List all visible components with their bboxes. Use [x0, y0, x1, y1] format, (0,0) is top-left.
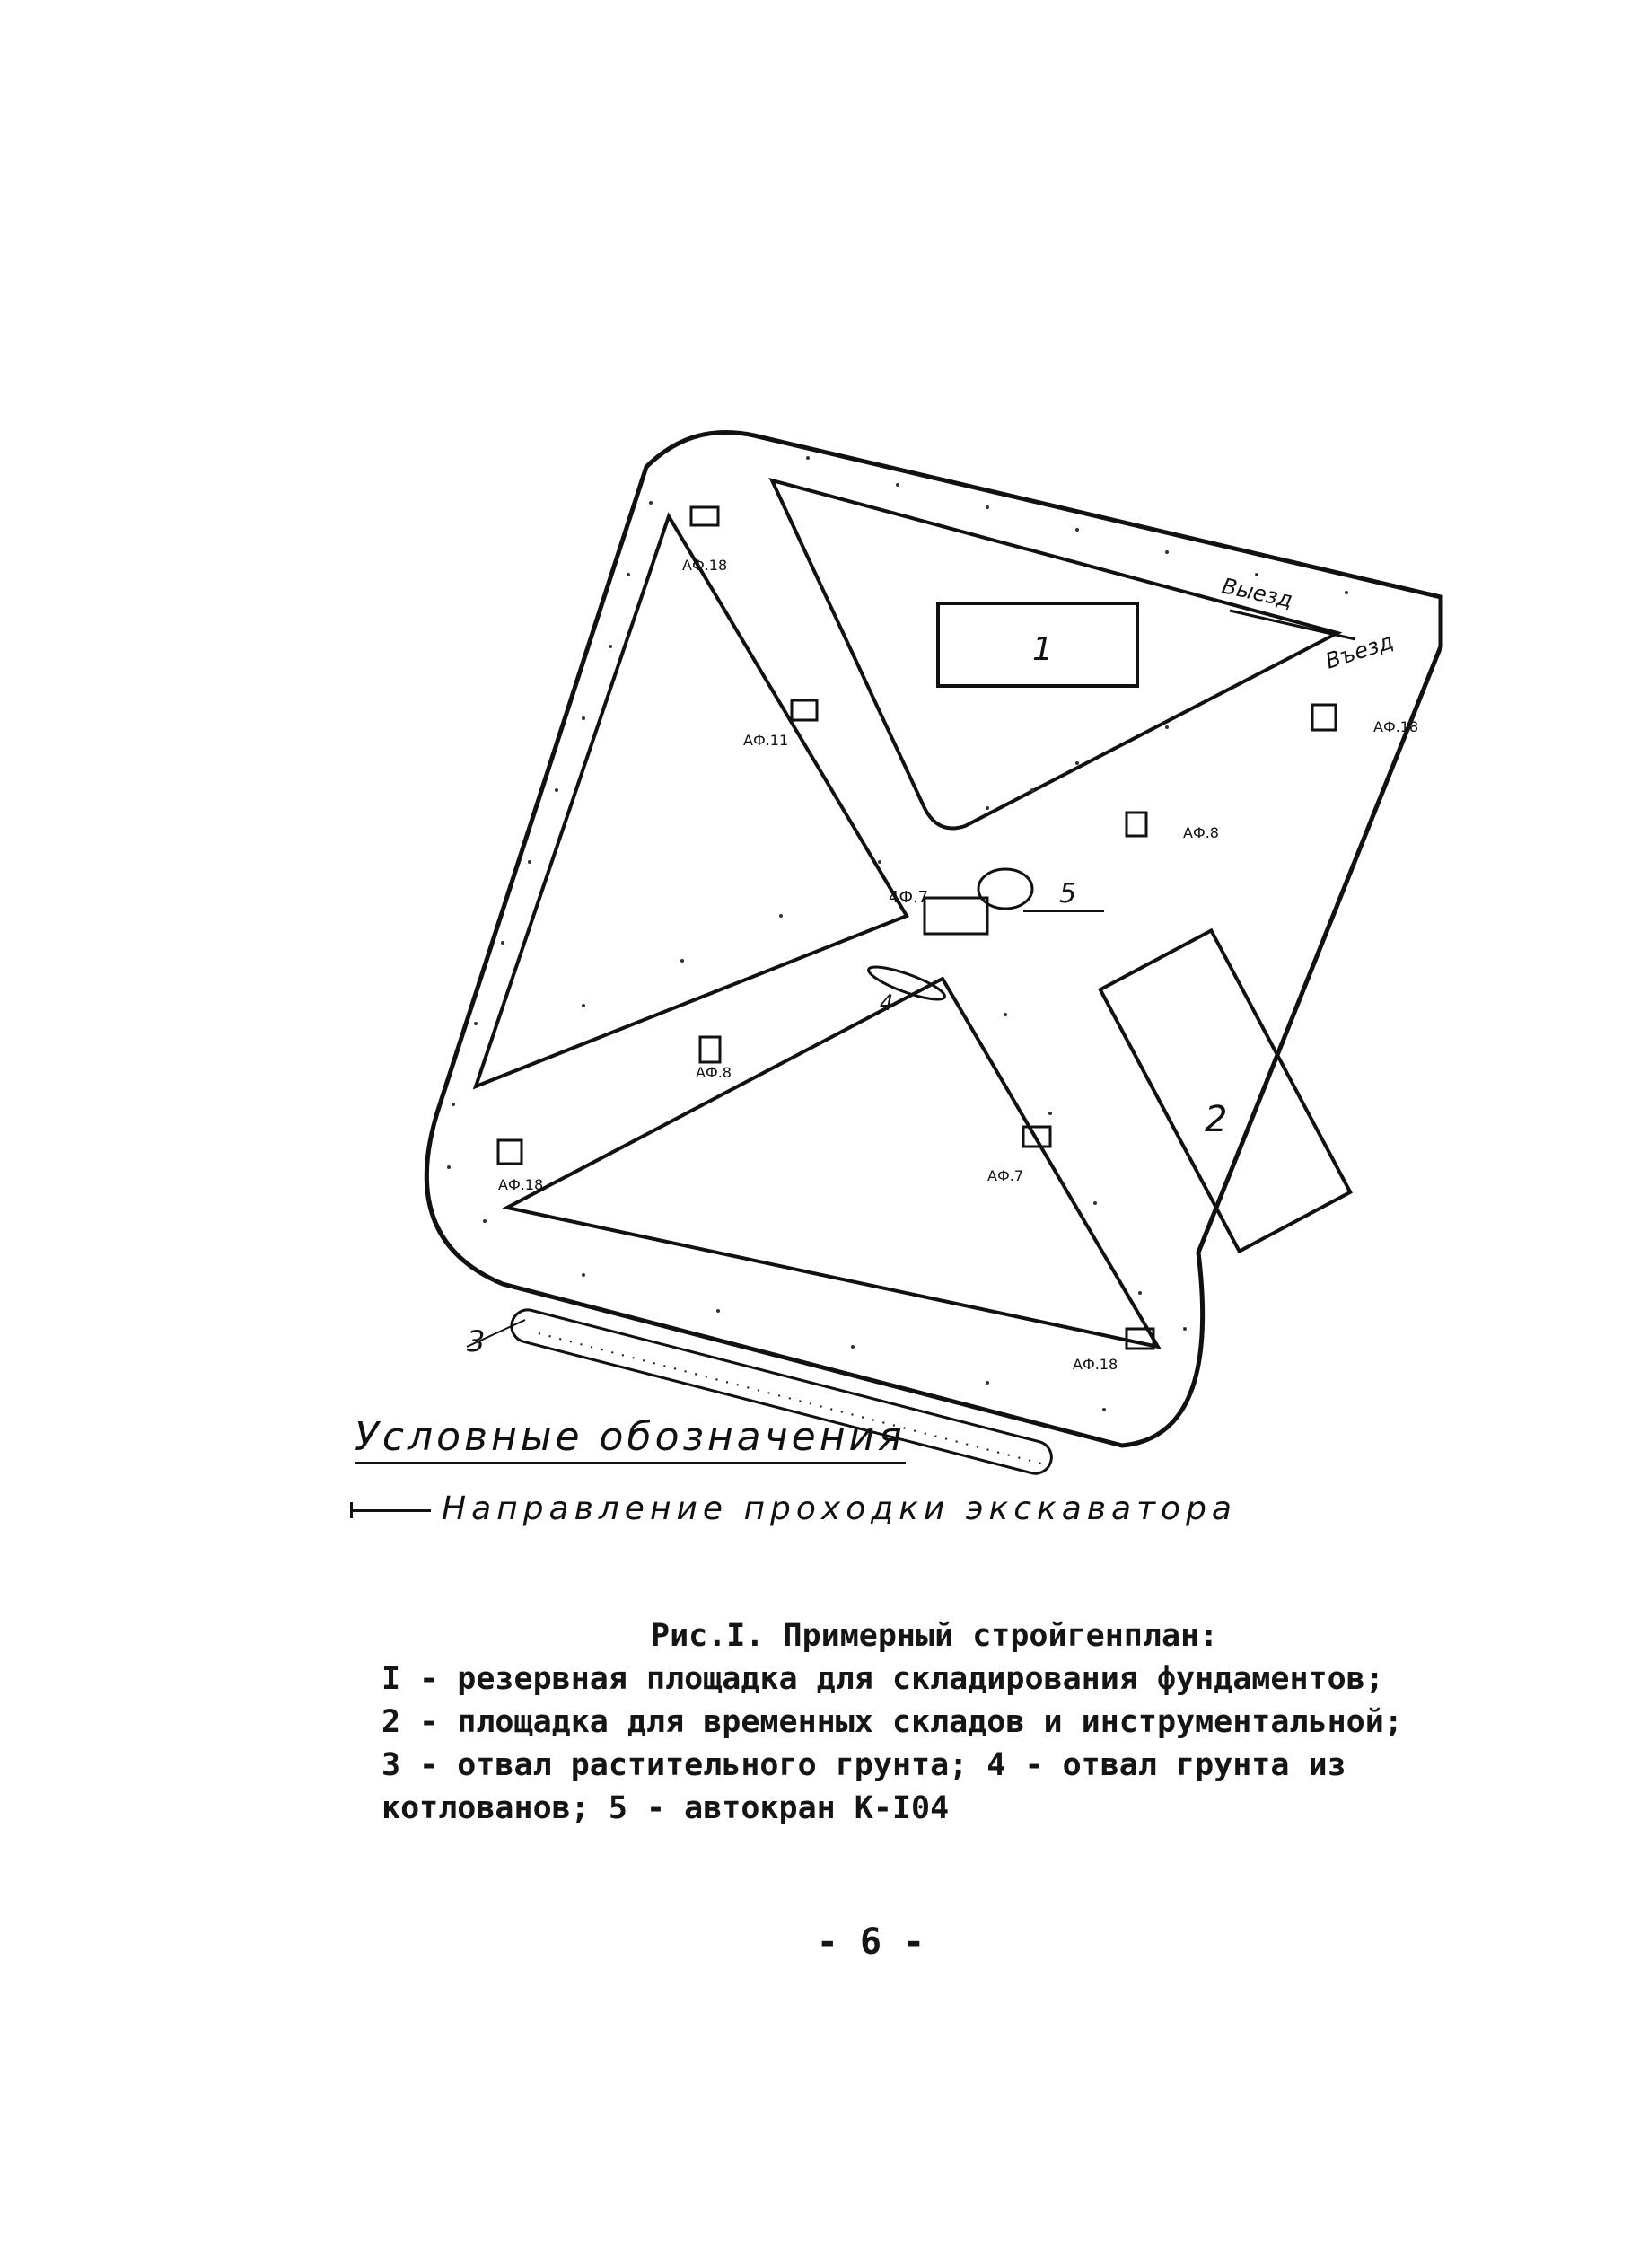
site-2-rect-group: [1098, 927, 1353, 1254]
site-2-rect: [1098, 927, 1353, 1254]
topsoil-heap-hatch: [538, 1332, 1042, 1464]
callout-3: 3: [467, 1324, 485, 1358]
foundation-label-bottom-left: АФ.18: [498, 1176, 543, 1193]
crane-5-marker: [977, 867, 1034, 910]
caption-line-2: 2 - площадка для временных складов и инс…: [381, 1704, 1403, 1740]
foundation-label-bottom-right: АФ.18: [1073, 1356, 1118, 1373]
legend-item-excavator: Направление проходки экскаватора: [350, 1490, 1237, 1527]
foundation-label-right-top: АФ.18: [1373, 718, 1418, 735]
site-1-rect: [936, 602, 1139, 688]
legend-item-label: Направление проходки экскаватора: [442, 1490, 1237, 1527]
road-gravel-dots: [447, 456, 1348, 1411]
road-outer-edge: [424, 430, 1443, 1448]
callout-3-line: [466, 1319, 526, 1348]
inner-island-top: [768, 477, 1343, 831]
exit-label: Выезд: [1220, 573, 1295, 612]
caption-line-3: 3 - отвал растительного грунта; 4 - отва…: [381, 1747, 1346, 1783]
foundation-label-left-mid: АФ.11: [743, 732, 788, 749]
legend-title: Условные обозначения: [355, 1414, 906, 1464]
site-plan-drawing: 1 2 Выезд Въезд 5 АФ.18 АФ.11 АФ.18 АФ.8…: [424, 430, 1443, 1475]
caption-title: Рис.I. Примерный стройгенплан:: [651, 1618, 1219, 1654]
foundation-label-bottom-left-mid: АФ.8: [696, 1064, 732, 1081]
caption-line-4: котлованов; 5 - автокран К-I04: [381, 1790, 950, 1826]
callout-5: 5: [1059, 878, 1076, 910]
foundation-label-center: 4Ф.7: [889, 888, 928, 907]
site-1-label: 1: [1032, 631, 1053, 668]
caption-line-1: I - резервная площадка для складирования…: [381, 1661, 1384, 1697]
topsoil-heap-3: [510, 1308, 1053, 1475]
exit-arrow: [1229, 609, 1356, 641]
foundation-label-top: АФ.18: [682, 557, 727, 574]
foundation-label-right-mid: АФ.8: [1183, 824, 1219, 841]
crane-rig: [923, 896, 989, 936]
foundation-markers: [496, 505, 1337, 1350]
page-number: - 6 -: [816, 1921, 925, 1963]
site-2-label: 2: [1205, 1099, 1227, 1140]
callout-4: 4: [880, 990, 893, 1015]
figure-caption: Рис.I. Примерный стройгенплан: I - резер…: [381, 1614, 1459, 1830]
direction-arrow-icon: [350, 1501, 431, 1518]
inner-island-bottom: [502, 976, 1162, 1349]
inner-island-left: [472, 512, 909, 1090]
foundation-label-bottom-mid: АФ.7: [987, 1167, 1023, 1184]
